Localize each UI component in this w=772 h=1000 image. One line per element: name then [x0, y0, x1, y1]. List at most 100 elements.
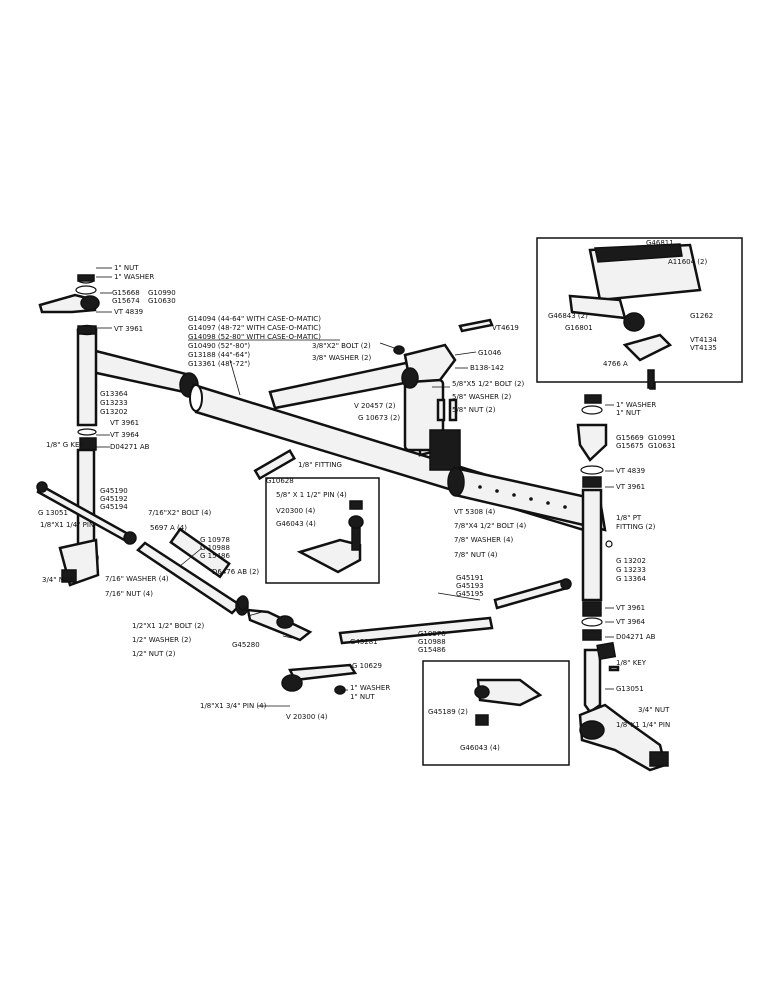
label-g15669: G15669: [616, 434, 644, 442]
label-nut-left4: 7/16" NUT (4): [105, 590, 153, 598]
main-axle-beam: [82, 343, 607, 537]
label-washer-58: 5/8" WASHER (2): [452, 393, 511, 401]
label-g10991: G10991: [648, 434, 676, 442]
label-vt3961-right-mid: VT 3961: [616, 604, 645, 612]
label-g10630: G10630: [148, 297, 176, 305]
label-g10990: G10990: [148, 289, 176, 297]
label-b138142: B138-142: [470, 364, 504, 372]
leader-lines: [96, 267, 614, 707]
label-g10978-left: G 10978: [200, 536, 230, 544]
label-g10988-right: G10988: [418, 638, 446, 646]
label-vt4134: VT4134: [690, 336, 717, 344]
label-bolt-12: 1/2"X1 1/2" BOLT (2): [132, 622, 204, 630]
label-g13233-right: G 13233: [616, 566, 646, 574]
left-tie-rod: [36, 481, 249, 616]
part-labels: 1" NUT 1" WASHER G15668 G15674 G10990 G1…: [38, 239, 717, 752]
label-g10629: G 10629: [352, 662, 382, 670]
label-d04271ab-right: D04271 AB: [616, 633, 656, 641]
label-nut-right: 3/4" NUT: [638, 706, 670, 714]
label-g46843: G46843 (2): [548, 312, 588, 320]
label-vt4619: VT4619: [492, 324, 519, 332]
label-vt3964-right: VT 3964: [616, 618, 646, 626]
label-washer-left4: 7/16" WASHER (4): [105, 575, 169, 583]
label-g15674: G15674: [112, 297, 140, 305]
label-vt4839-left: VT 4839: [114, 308, 143, 316]
label-washer-right-top: 1" WASHER: [616, 401, 656, 409]
label-g46811: G46811: [646, 239, 674, 247]
label-nut-left: 3/4" NUT: [42, 576, 74, 584]
label-g13202-left: G13202: [100, 408, 128, 416]
label-nut-12: 1/2" NUT (2): [132, 650, 176, 658]
label-nut-right-top: 1" NUT: [616, 409, 641, 417]
label-bolt-5half: 5/8"X5 1/2" BOLT (2): [452, 380, 524, 388]
label-g45191: G45191: [456, 574, 484, 582]
label-vt3961-left-top: VT 3961: [114, 325, 143, 333]
label-bolt-left: 7/16"X2" BOLT (4): [148, 509, 211, 517]
label-4766a: 4766 A: [603, 360, 628, 368]
label-g45194: G45194: [100, 503, 128, 511]
label-vt3961-right-top: VT 3961: [616, 483, 645, 491]
label-g13364-right: G 13364: [616, 575, 646, 583]
label-axle-model-3: G14098 (52-80" WITH CASE-O-MATIC): [188, 333, 321, 341]
label-pin-right: 1/8"X1 1/4" PIN: [616, 721, 670, 729]
label-g1262: G1262: [690, 312, 713, 320]
label-bolt-x2: 3/8"X2" BOLT (2): [312, 342, 371, 350]
label-g13364-left: G13364: [100, 390, 128, 398]
label-g46043-bottom: G46043 (4): [460, 744, 500, 752]
label-key-left: 1/8" G KEY: [46, 441, 84, 449]
label-fitting-pt: 1/8" PT: [616, 514, 642, 522]
label-axle-model-4: G10490 (52"-80"): [188, 342, 250, 350]
label-g15668: G15668: [112, 289, 140, 297]
inset-tie-rod-end-bottom: [422, 660, 570, 766]
label-vt3961-left-mid: VT 3961: [110, 419, 139, 427]
label-g13051-left: G 13051: [38, 509, 68, 517]
label-g13233-left: G13233: [100, 399, 128, 407]
label-axle-model-6: G13361 (48"-72"): [188, 360, 250, 368]
label-g13202-right: G 13202: [616, 557, 646, 565]
label-pin-bottom: 1/8"X1 3/4" PIN (4): [200, 702, 267, 710]
label-key-right: 1/8" KEY: [616, 659, 647, 667]
label-bolt-4half: 7/8"X4 1/2" BOLT (4): [454, 522, 526, 530]
label-vt4839-right: VT 4839: [616, 467, 645, 475]
label-g46043-detail: G46043 (4): [276, 520, 316, 528]
label-a11604: A11604 (2): [668, 258, 707, 266]
label-g10673: G 10673 (2): [358, 414, 400, 422]
label-g15486-left: G 15486: [200, 552, 230, 560]
label-d04271ab-left: D04271 AB: [110, 443, 150, 451]
label-g45281: G45281: [350, 638, 378, 646]
label-g15675: G15675: [616, 442, 644, 450]
label-g13051-right: G13051: [616, 685, 644, 693]
label-d06476ab: D6476 AB (2): [212, 568, 259, 576]
label-g1046: G1046: [478, 349, 502, 357]
label-nut-top-left: 1" NUT: [114, 264, 139, 272]
label-g15486-right: G15486: [418, 646, 446, 654]
label-axle-model-1: G14094 (44-64" WITH CASE-O-MATIC): [188, 315, 321, 323]
left-spindle-assembly: [38, 274, 100, 587]
label-vt4135: VT4135: [690, 344, 717, 352]
label-nut-78: 7/8" NUT (4): [454, 551, 498, 559]
label-washer-12: 1/2" WASHER (2): [132, 636, 191, 644]
label-v20457: V 20457 (2): [354, 402, 396, 410]
label-pin-detail: 5/8" X 1 1/2" PIN (4): [276, 491, 347, 499]
label-fitting-18: 1/8" FITTING: [298, 461, 342, 469]
label-v20300-bottom: V 20300 (4): [286, 713, 328, 721]
label-v20300-detail: V20300 (4): [276, 507, 315, 515]
label-washer-78: 7/8" WASHER (4): [454, 536, 513, 544]
label-g10988-left: G 10988: [200, 544, 230, 552]
label-g45193: G45193: [456, 582, 484, 590]
right-spindle-assembly: [576, 394, 669, 772]
label-g45190: G45190: [100, 487, 128, 495]
label-g10978-right: G10978: [418, 630, 446, 638]
label-axle-model-5: G13188 (44"-64"): [188, 351, 250, 359]
label-washer-1-bottom: 1" WASHER: [350, 684, 390, 692]
label-nut-1-bottom: 1" NUT: [350, 693, 375, 701]
label-g45280: G45280: [232, 641, 260, 649]
label-fitting-pt2: FITTING (2): [616, 523, 656, 531]
center-tie-rod: [246, 578, 572, 645]
label-g10628: G10628: [266, 477, 294, 485]
label-washer-top-left: 1" WASHER: [114, 273, 154, 281]
label-g16801: G16801: [565, 324, 593, 332]
label-5697a: 5697 A (4): [150, 524, 187, 532]
label-vt3964-left: VT 3964: [110, 431, 140, 439]
